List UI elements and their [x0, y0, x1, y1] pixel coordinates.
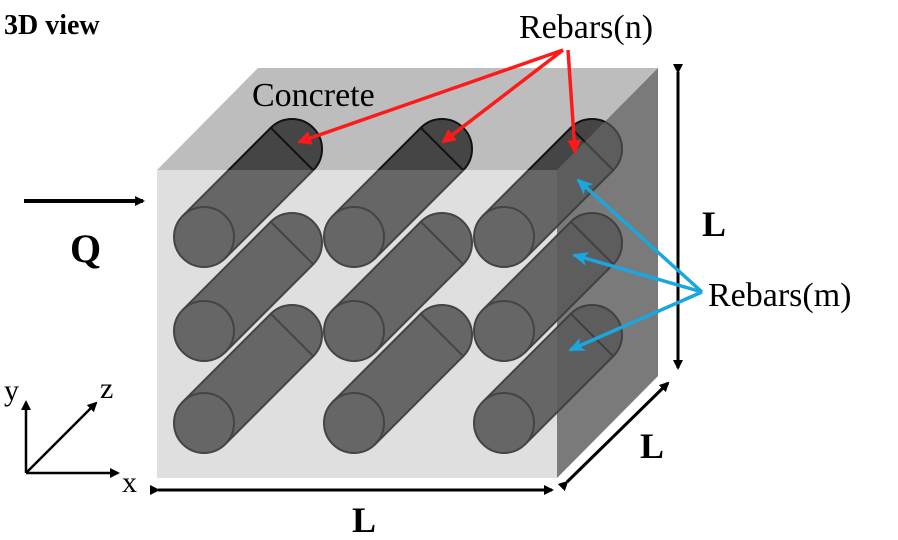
rebar-r2-c2	[323, 212, 473, 362]
rebars-n-arrow-3	[566, 49, 582, 154]
concrete-side-overlay	[557, 68, 658, 478]
rebars-m-arrow-1	[576, 178, 704, 294]
diagram-title: 3D view	[4, 10, 100, 41]
rebar-front-cap	[323, 392, 385, 454]
rebar-front-cap	[173, 300, 235, 362]
concrete-label: Concrete	[252, 77, 375, 114]
rebar-front-cap	[473, 206, 535, 268]
rebars-n-arrows	[297, 48, 582, 154]
x-axis-label: x	[122, 466, 137, 499]
rebars-m-arrow-2	[572, 252, 703, 294]
rebars-n-label: Rebars(n)	[519, 9, 653, 46]
rebar-front-cap	[173, 206, 235, 268]
rebar-front-cap	[473, 300, 535, 362]
load-label: Q	[70, 226, 101, 271]
height-label: L	[702, 204, 726, 244]
y-axis-label: y	[4, 374, 19, 407]
rebar-r2-c1	[173, 212, 323, 362]
rebars-m-label: Rebars(m)	[708, 277, 852, 314]
rebar-front-cap	[473, 392, 535, 454]
rebars-m-arrow-3	[568, 290, 703, 352]
z-axis-label: z	[100, 372, 113, 405]
rebars-n-arrow-2	[441, 48, 565, 144]
depth-label: L	[640, 426, 664, 466]
rebar-r1-c2	[323, 118, 473, 268]
rebar-front-cap	[323, 206, 385, 268]
width-label: L	[352, 500, 376, 540]
concrete-front-face	[157, 170, 557, 478]
rebars-m-arrows	[568, 178, 704, 352]
depth-dimension-arrow	[557, 381, 670, 492]
coordinate-axes	[21, 400, 120, 478]
rebar-r1-c3	[473, 118, 623, 268]
rebar-front-cap	[323, 300, 385, 362]
rebar-r3-c2	[323, 304, 473, 454]
z-axis-line	[25, 401, 98, 474]
rebars-n-arrow-1	[297, 48, 564, 145]
rebar-r3-c1	[173, 304, 323, 454]
rebar-front-cap	[173, 392, 235, 454]
